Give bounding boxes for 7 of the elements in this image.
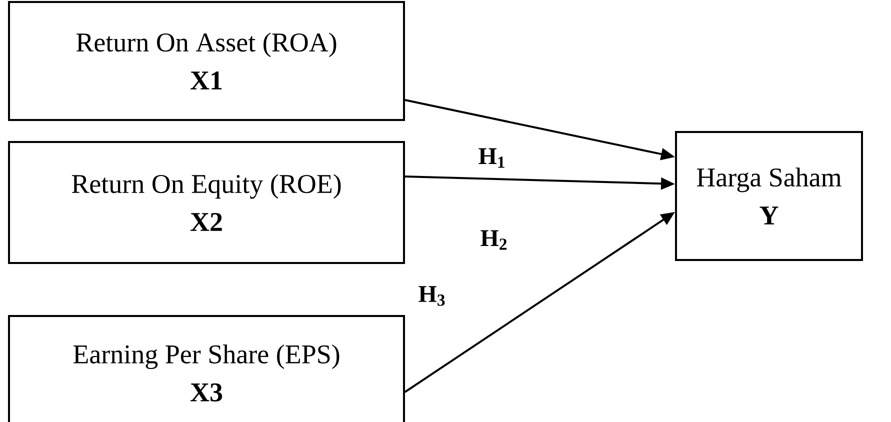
variable-box: Return On Equity (ROE) X2 <box>8 140 405 264</box>
edge-label: H$_{1}$ <box>478 148 504 168</box>
edge-label: H$_{3}$ <box>418 286 445 306</box>
edge-label: H$_{2}$ <box>480 230 507 250</box>
variable-box: Return On Asset (ROA) X1 <box>8 1 405 121</box>
variable-box: Harga Saham Y <box>675 131 863 261</box>
variable-box: Earning Per Share (EPS) X3 <box>8 315 405 422</box>
